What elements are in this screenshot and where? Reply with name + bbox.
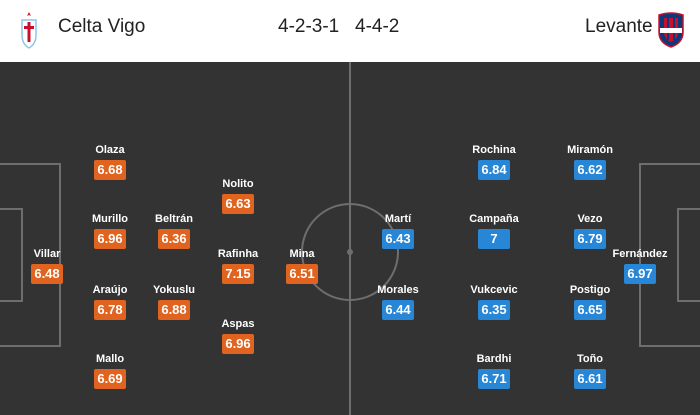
player-name: Morales xyxy=(377,284,419,296)
player-rating: 6.44 xyxy=(382,300,414,320)
player-rating: 6.51 xyxy=(286,264,318,284)
home-player-mallo[interactable]: Mallo 6.69 xyxy=(70,353,150,389)
player-name: Rafinha xyxy=(217,248,259,260)
away-player-vezo[interactable]: Vezo 6.79 xyxy=(550,213,630,249)
player-name: Beltrán xyxy=(155,213,193,225)
player-name: Nolito xyxy=(222,178,254,190)
home-team-name: Celta Vigo xyxy=(58,16,146,37)
home-player-olaza[interactable]: Olaza 6.68 xyxy=(70,144,150,180)
player-rating: 6.65 xyxy=(574,300,606,320)
player-rating: 6.96 xyxy=(94,229,126,249)
player-rating: 6.43 xyxy=(382,229,414,249)
home-player-nolito[interactable]: Nolito 6.63 xyxy=(198,178,278,214)
player-rating: 6.79 xyxy=(574,229,606,249)
player-rating: 7 xyxy=(478,229,510,249)
home-player-murillo[interactable]: Murillo 6.96 xyxy=(70,213,150,249)
away-player-vukcevic[interactable]: Vukcevic 6.35 xyxy=(454,284,534,320)
home-player-yokuslu[interactable]: Yokuslu 6.88 xyxy=(134,284,214,320)
player-name: Campaña xyxy=(469,213,519,225)
away-player-morales[interactable]: Morales 6.44 xyxy=(358,284,438,320)
player-name: Rochina xyxy=(472,144,516,156)
player-rating: 6.63 xyxy=(222,194,254,214)
home-formation: 4-2-3-1 xyxy=(278,16,340,37)
away-player-tono[interactable]: Toño 6.61 xyxy=(550,353,630,389)
home-player-rafinha[interactable]: Rafinha 7.15 xyxy=(198,248,278,284)
player-name: Yokuslu xyxy=(153,284,195,296)
away-player-miramon[interactable]: Miramón 6.62 xyxy=(550,144,630,180)
player-name: Miramón xyxy=(567,144,613,156)
player-name: Postigo xyxy=(569,284,611,296)
player-name: Mina xyxy=(289,248,315,260)
player-rating: 6.69 xyxy=(94,369,126,389)
player-name: Aspas xyxy=(221,318,255,330)
player-rating: 6.96 xyxy=(222,334,254,354)
player-name: Araújo xyxy=(92,284,128,296)
home-player-mina[interactable]: Mina 6.51 xyxy=(262,248,342,284)
player-rating: 6.71 xyxy=(478,369,510,389)
player-rating: 6.78 xyxy=(94,300,126,320)
player-rating: 6.48 xyxy=(31,264,63,284)
player-rating: 6.61 xyxy=(574,369,606,389)
away-player-rochina[interactable]: Rochina 6.84 xyxy=(454,144,534,180)
player-name: Martí xyxy=(384,213,412,225)
player-rating: 7.15 xyxy=(222,264,254,284)
player-rating: 6.84 xyxy=(478,160,510,180)
home-player-beltran[interactable]: Beltrán 6.36 xyxy=(134,213,214,249)
player-rating: 6.97 xyxy=(624,264,656,284)
player-name: Fernández xyxy=(612,248,668,260)
pitch-lines xyxy=(0,62,700,415)
player-name: Bardhi xyxy=(476,353,512,365)
home-player-villar[interactable]: Villar 6.48 xyxy=(7,248,87,284)
player-rating: 6.68 xyxy=(94,160,126,180)
player-rating: 6.36 xyxy=(158,229,190,249)
away-formation: 4-4-2 xyxy=(355,16,400,37)
levante-crest-icon xyxy=(658,12,684,48)
away-player-fernandez[interactable]: Fernández 6.97 xyxy=(600,248,680,284)
player-rating: 6.35 xyxy=(478,300,510,320)
celta-vigo-crest-icon xyxy=(21,12,37,49)
player-name: Mallo xyxy=(95,353,125,365)
away-player-postigo[interactable]: Postigo 6.65 xyxy=(550,284,630,320)
player-name: Vukcevic xyxy=(470,284,518,296)
away-team-name: Levante xyxy=(585,16,653,37)
player-rating: 6.62 xyxy=(574,160,606,180)
match-header: Celta Vigo 4-2-3-1 4-4-2 Levante xyxy=(0,0,700,62)
player-name: Villar xyxy=(33,248,61,260)
home-player-araujo[interactable]: Araújo 6.78 xyxy=(70,284,150,320)
player-name: Vezo xyxy=(577,213,603,225)
player-name: Toño xyxy=(576,353,604,365)
player-name: Olaza xyxy=(95,144,125,156)
away-player-campana[interactable]: Campaña 7 xyxy=(454,213,534,249)
player-rating: 6.88 xyxy=(158,300,190,320)
home-player-aspas[interactable]: Aspas 6.96 xyxy=(198,318,278,354)
away-player-marti[interactable]: Martí 6.43 xyxy=(358,213,438,249)
player-name: Murillo xyxy=(91,213,129,225)
away-player-bardhi[interactable]: Bardhi 6.71 xyxy=(454,353,534,389)
